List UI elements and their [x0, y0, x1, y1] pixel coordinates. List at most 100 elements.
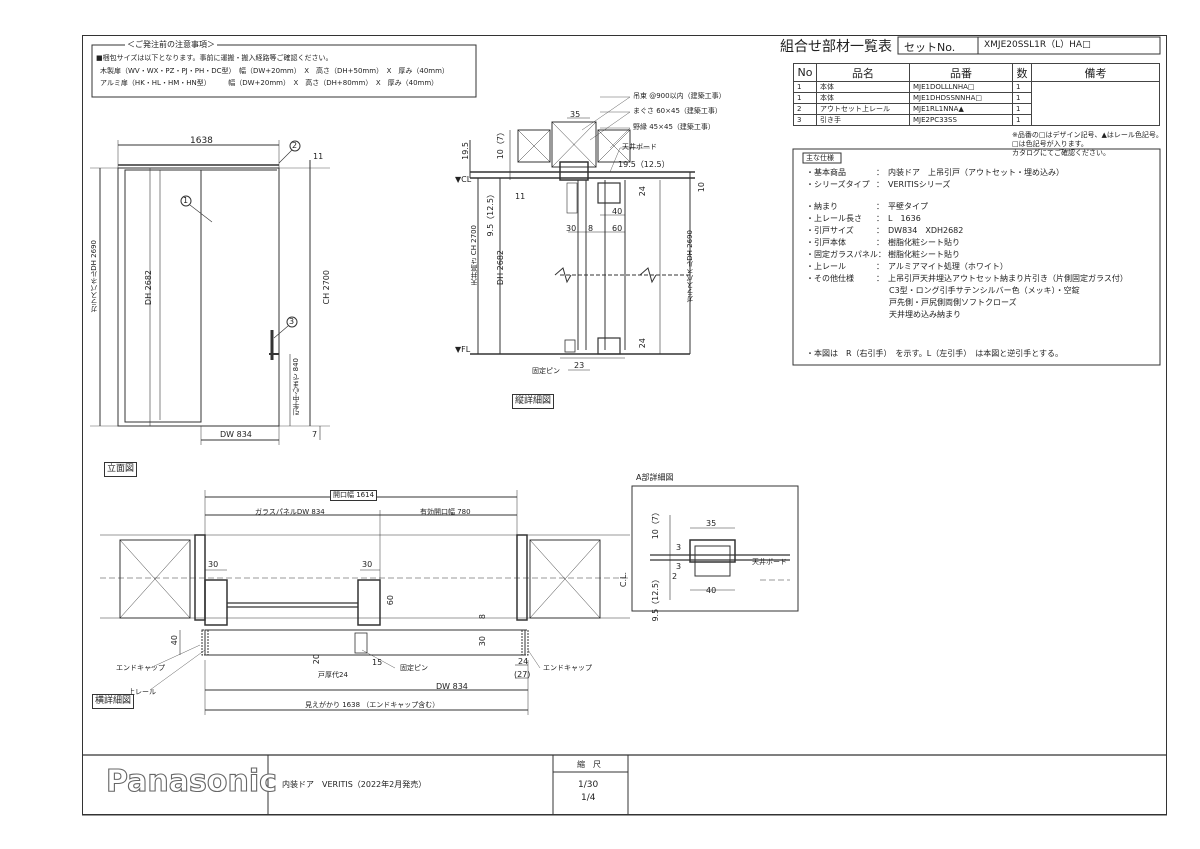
spec-value-3: ： L 1636: [876, 214, 921, 223]
col-no: No: [793, 63, 817, 82]
row-name: 本体: [816, 81, 910, 93]
elevation-label: 立面図: [104, 462, 138, 477]
vdim-19-5b: 19.5（12.5）: [618, 160, 670, 169]
row-qty: 1: [1012, 114, 1032, 126]
vdim-19-5: 19.5: [461, 142, 470, 160]
spec-heading: 主な仕様: [806, 154, 834, 162]
detail-a-board: 天井ボード: [752, 558, 787, 566]
row-name: 引き手: [816, 114, 910, 126]
spec-value-2: ： 平壁タイプ: [876, 202, 928, 211]
spec-value-4: ： DW834 XDH2682: [876, 226, 964, 235]
elev-dim-handle: 引手中心まで 840: [292, 358, 300, 416]
spec-value-6: 樹脂化粧シート貼り: [888, 250, 960, 259]
hdim-24b: 24: [518, 657, 529, 666]
table-row: 3 引き手 MJE2PC33SS 1: [793, 114, 1160, 126]
adim-9-5: 9.5（12.5）: [651, 575, 660, 622]
spec-label-6: ・固定ガラスパネル：: [806, 250, 886, 259]
adim-40: 40: [706, 586, 717, 595]
scale-label: 縮 尺: [577, 760, 601, 769]
adim-2: 2: [672, 572, 678, 581]
hdim-visible: 見えがかり 1638 （エンドキャップ含む）: [305, 701, 440, 709]
row-code: MJE1DHDSSNNHA□: [909, 92, 1013, 104]
elev-dim-dh: DH 2682: [144, 270, 153, 306]
adim-3b: 3: [676, 562, 682, 571]
vnote-3: 天井ボード: [622, 143, 657, 151]
row-code: MJE1RL1NNA▲: [909, 103, 1013, 115]
endcap-right: エンドキャップ: [543, 664, 592, 672]
endcap-left: エンドキャップ: [116, 664, 165, 672]
row-no: 1: [793, 81, 817, 93]
vdim-11: 11: [515, 192, 526, 201]
row-no: 1: [793, 92, 817, 104]
notice-header: ＜ご発注前の注意事項＞: [125, 40, 217, 50]
spec-extra-2: 天井埋め込み納まり: [889, 310, 961, 319]
horizontal-label: 横詳細図: [92, 694, 135, 709]
vnote-1: まぐさ 60×45（建築工事）: [633, 107, 722, 115]
hdim-30a: 30: [208, 560, 219, 569]
parts-title: 組合せ部材一覧表: [780, 39, 892, 55]
spec-extra-1: 戸先側・戸尻側両側ソフトクローズ: [889, 298, 1017, 307]
col-code: 品番: [909, 63, 1013, 82]
vdim-24a: 24: [638, 186, 647, 197]
vnote-2: 野縁 45×45（建築工事）: [633, 123, 715, 131]
hdim-15: 15: [372, 658, 383, 667]
spec-label-5: ・引戸本体: [806, 238, 846, 247]
vert-cl: ▼CL: [455, 175, 472, 184]
hdim-8: 8: [478, 614, 487, 620]
parts-table-header: No 品名 品番 数 備考: [793, 63, 1160, 82]
vdim-glass: ガラスパネルDH 2690: [686, 230, 694, 303]
spec-value-7: ： アルミアマイト処理（ホワイト）: [876, 262, 1008, 271]
row-qty: 1: [1012, 92, 1032, 104]
vnote-0: 吊束 @900以内（建築工事）: [633, 92, 726, 100]
detail-a-cl: C.L.: [619, 572, 628, 588]
hdim-24: 戸厚代24: [318, 671, 348, 679]
row-code: MJE2PC33SS: [909, 114, 1013, 126]
parts-table: No 品名 品番 数 備考 1 本体 MJE1DOLLLNHA□ 1 1 本体 …: [793, 63, 1160, 126]
spec-label-8: ・その他仕様: [806, 274, 854, 283]
set-number-value: XMJE20SSL1R（L）HA□: [984, 40, 1091, 50]
vdim-9-5: 9.5（12.5）: [486, 190, 495, 237]
spec-box: [792, 148, 1161, 366]
row-name: アウトセット上レール: [816, 103, 910, 115]
hdim-opening: 開口幅 1614: [330, 490, 378, 501]
hdim-60: 60: [386, 595, 395, 606]
hdim-glass: ガラスパネルDW 834: [255, 508, 325, 516]
row-no: 3: [793, 114, 817, 126]
row-qty: 1: [1012, 103, 1032, 115]
row-name: 本体: [816, 92, 910, 104]
callout-2: 2: [292, 141, 298, 150]
notice-line-3: アルミ扉（HK・HL・HM・HN型） 幅（DW+20mm） X 高さ（DH+80…: [100, 79, 439, 87]
vert-pin: 固定ピン: [532, 367, 560, 375]
elev-dim-dw: DW 834: [220, 430, 252, 439]
notice-line-1: ■梱包サイズは以下となります。事前に運搬・搬入経路等ご確認ください。: [96, 54, 333, 62]
col-name: 品名: [816, 63, 910, 82]
table-row: 1 本体 MJE1DHDSSNNHA□ 1: [793, 92, 1160, 104]
vert-fl: ▼FL: [455, 345, 471, 354]
row-code: MJE1DOLLLNHA□: [909, 81, 1013, 93]
spec-label-3: ・上レール長さ: [806, 214, 862, 223]
elevation-outline: [117, 167, 280, 427]
spec-label-4: ・引戸サイズ: [806, 226, 854, 235]
notice-line-2: 木製扉（WV・WX・PZ・PJ・PH・DC型） 幅（DW+20mm） X 高さ（…: [100, 67, 449, 75]
spec-label-0: ・基本商品: [806, 168, 846, 177]
spec-extra-0: C3型・ロング引手サテンシルバー色（メッキ）・空錠: [889, 286, 1080, 295]
col-remark: 備考: [1031, 63, 1160, 82]
hdim-dw: DW 834: [436, 682, 468, 691]
product-name: 内装ドア VERITIS（2022年2月発売）: [282, 780, 427, 789]
vdim-24b: 24: [638, 338, 647, 349]
panasonic-logo: Panasonic: [105, 763, 277, 799]
vdim-35: 35: [570, 110, 581, 119]
hdim-effective: 有効開口幅 780: [420, 508, 471, 516]
scale-1-4: 1/4: [581, 793, 596, 803]
elev-dim-top: 1638: [190, 136, 213, 146]
adim-10-7: 10（7）: [651, 508, 660, 540]
spec-value-8: ： 上吊引戸天井埋込アウトセット納まり片引き（片側固定ガラス付）: [876, 274, 1128, 283]
horiz-pin: 固定ピン: [400, 664, 428, 672]
set-number-label: セットNo.: [904, 41, 956, 54]
callout-1: 1: [183, 196, 189, 205]
elev-dim-11: 11: [313, 152, 324, 161]
adim-35: 35: [706, 519, 717, 528]
row-no: 2: [793, 103, 817, 115]
vdim-40: 40: [612, 207, 623, 216]
